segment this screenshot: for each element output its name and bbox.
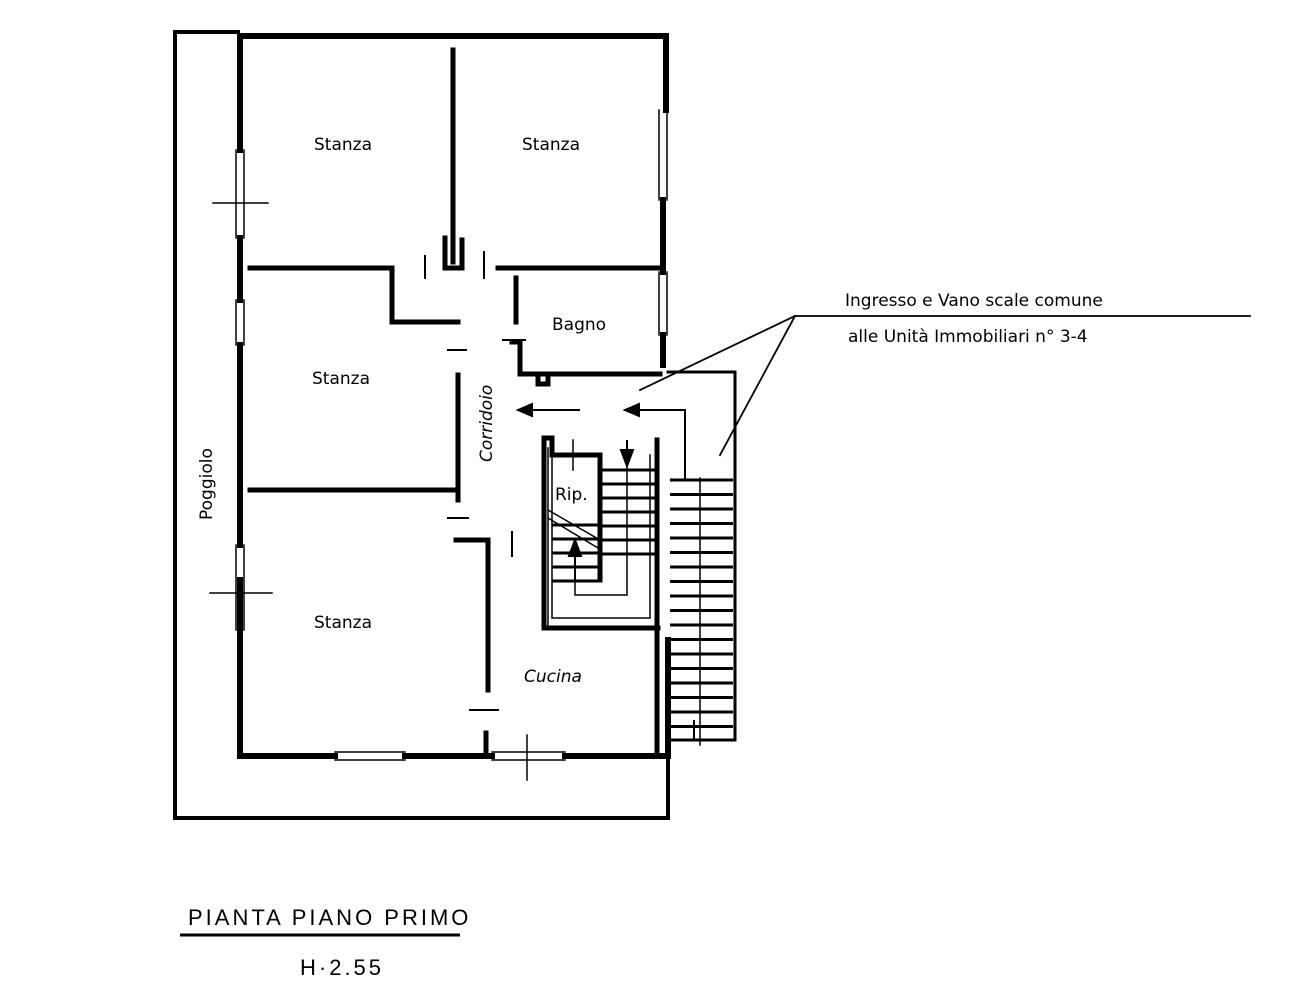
room-label-corridoio: Corridoio	[477, 385, 497, 462]
room-label-stanza: Stanza	[314, 613, 372, 633]
annotation-line-2: alle Unità Immobiliari n° 3-4	[848, 327, 1088, 347]
room-label-cucina: Cucina	[524, 667, 582, 687]
height-note: H·2.55	[300, 955, 384, 980]
external-stair	[639, 370, 737, 746]
annotation-leaders	[638, 314, 1251, 457]
room-label-stanza: Stanza	[522, 135, 580, 155]
room-label-stanza: Stanza	[314, 135, 372, 155]
external-stair-treads	[670, 478, 733, 728]
door-marks	[424, 251, 526, 711]
room-label-ripostiglio: Rip.	[555, 485, 588, 505]
annotation-line-1: Ingresso e Vano scale comune	[845, 291, 1103, 311]
windows	[209, 109, 668, 781]
area-label-poggiolo: Poggiolo	[197, 448, 217, 520]
room-label-stanza: Stanza	[312, 369, 370, 389]
room-label-bagno: Bagno	[552, 315, 606, 335]
exterior-walls	[237, 33, 671, 759]
plan-title: PIANTA PIANO PRIMO	[188, 905, 471, 930]
direction-arrows	[515, 402, 695, 740]
interior-walls	[247, 47, 663, 758]
balcony-outline	[173, 30, 670, 820]
